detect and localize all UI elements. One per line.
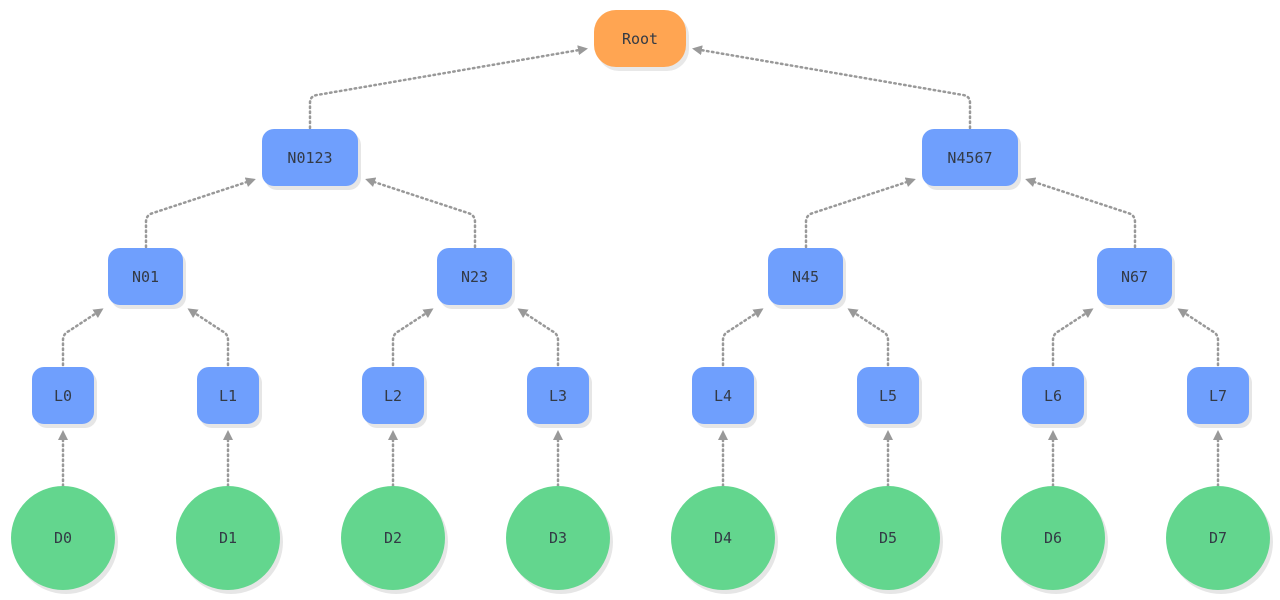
leaf-l5-label: L5 xyxy=(878,386,898,405)
edge-l1-n01 xyxy=(187,308,230,367)
data-block-d0: D0 xyxy=(11,486,115,590)
edge-l2-n23 xyxy=(391,308,434,367)
leaf-l3-label: L3 xyxy=(548,386,568,405)
leaf-l7: L7 xyxy=(1187,367,1249,424)
leaf-l4: L4 xyxy=(692,367,754,424)
node-n67-label: N67 xyxy=(1120,267,1149,286)
edge-l7-n67 xyxy=(1177,308,1220,367)
leaf-l6-label: L6 xyxy=(1043,386,1063,405)
leaf-l6: L6 xyxy=(1022,367,1084,424)
node-n01-label: N01 xyxy=(131,267,160,286)
edge-l4-n45 xyxy=(721,308,764,367)
data-block-d0-label: D0 xyxy=(53,529,73,547)
leaf-l0: L0 xyxy=(32,367,94,424)
data-block-d6-label: D6 xyxy=(1043,529,1063,547)
data-block-d5-label: D5 xyxy=(878,529,898,547)
data-block-d1-label: D1 xyxy=(218,529,238,547)
root-node-label: Root xyxy=(621,29,659,48)
leaf-l5: L5 xyxy=(857,367,919,424)
edge-n23-n0123 xyxy=(365,177,477,249)
edge-n67-n4567 xyxy=(1025,177,1137,249)
node-n4567: N4567 xyxy=(922,129,1018,186)
data-block-d6: D6 xyxy=(1001,486,1105,590)
node-n0123: N0123 xyxy=(262,129,358,186)
data-block-d5: D5 xyxy=(836,486,940,590)
node-n67: N67 xyxy=(1097,248,1172,305)
edge-n0123-root xyxy=(308,45,588,130)
data-block-d4: D4 xyxy=(671,486,775,590)
edge-l6-n67 xyxy=(1051,308,1094,367)
leaf-l1-label: L1 xyxy=(218,386,238,405)
node-n45: N45 xyxy=(768,248,843,305)
leaf-l2-label: L2 xyxy=(383,386,403,405)
leaf-l0-label: L0 xyxy=(53,386,73,405)
root-node: Root xyxy=(594,10,686,67)
edge-n45-n4567 xyxy=(804,177,916,249)
node-n23: N23 xyxy=(437,248,512,305)
data-block-d3-label: D3 xyxy=(548,529,568,547)
node-n0123-label: N0123 xyxy=(287,148,333,167)
leaf-l1: L1 xyxy=(197,367,259,424)
data-block-d4-label: D4 xyxy=(713,529,733,547)
data-block-d7-label: D7 xyxy=(1208,529,1228,547)
data-block-d7: D7 xyxy=(1166,486,1270,590)
leaf-l3: L3 xyxy=(527,367,589,424)
data-block-d2: D2 xyxy=(341,486,445,590)
leaf-l7-label: L7 xyxy=(1208,386,1228,405)
edge-l5-n45 xyxy=(847,308,890,367)
edge-n4567-root xyxy=(692,45,972,130)
node-n23-label: N23 xyxy=(460,267,489,286)
edge-l3-n23 xyxy=(517,308,560,367)
data-block-d1: D1 xyxy=(176,486,280,590)
node-n4567-label: N4567 xyxy=(947,148,993,167)
edge-n01-n0123 xyxy=(144,177,256,249)
node-n45-label: N45 xyxy=(791,267,820,286)
leaf-l4-label: L4 xyxy=(713,386,733,405)
node-n01: N01 xyxy=(108,248,183,305)
data-block-d3: D3 xyxy=(506,486,610,590)
edge-l0-n01 xyxy=(61,308,104,367)
data-block-d2-label: D2 xyxy=(383,529,403,547)
leaf-l2: L2 xyxy=(362,367,424,424)
